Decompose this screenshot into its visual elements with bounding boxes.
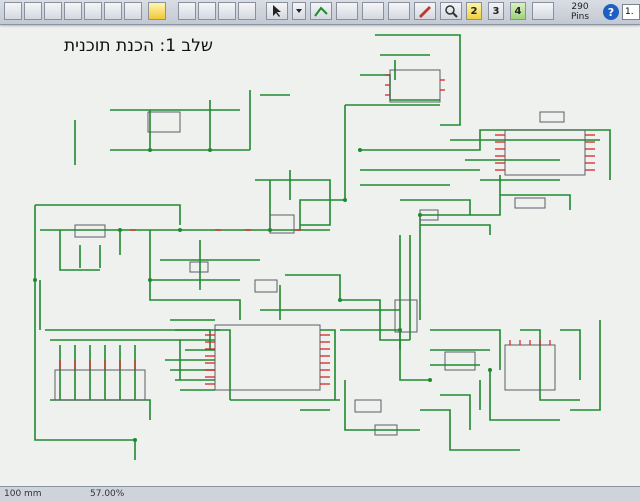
wire-tool-button[interactable] <box>310 2 332 20</box>
pin-count-value: 290 <box>571 2 589 12</box>
tool-button-5[interactable] <box>84 2 102 20</box>
dropdown-arrow-button[interactable] <box>292 2 306 20</box>
pin-count: 290 Pins <box>560 0 600 24</box>
schematic-canvas[interactable] <box>0 25 640 485</box>
tool-button-9[interactable] <box>198 2 216 20</box>
layer-2-label: 2 <box>470 5 478 17</box>
tool-button-2[interactable] <box>24 2 42 20</box>
tool-button-4[interactable] <box>64 2 82 20</box>
connect-tool-button[interactable] <box>362 2 384 20</box>
tool-button-12[interactable] <box>532 2 554 20</box>
zoom-select[interactable]: 1. <box>622 4 640 20</box>
status-units: 100 mm <box>4 489 42 499</box>
tool-button-3[interactable] <box>44 2 62 20</box>
tool-button-6[interactable] <box>104 2 122 20</box>
dropdown-arrow-icon <box>296 9 302 13</box>
layer-2-button[interactable]: 2 <box>466 2 482 20</box>
edit-icon <box>419 6 431 18</box>
pin-count-label: Pins <box>570 12 590 22</box>
tool-button-1[interactable] <box>4 2 22 20</box>
layer-4-button[interactable]: 4 <box>510 2 526 20</box>
pins <box>59 74 595 385</box>
pointer-tool-button[interactable] <box>266 2 288 20</box>
pointer-icon <box>273 5 281 17</box>
tool-button-11[interactable] <box>238 2 256 20</box>
layer-3-label: 3 <box>492 5 500 17</box>
status-bar: 100 mm 57.00% <box>0 486 640 502</box>
junctions <box>33 148 492 442</box>
tool-button-10[interactable] <box>218 2 236 20</box>
page-title: שלב 1: הכנת תוכנית <box>64 36 213 56</box>
help-icon[interactable]: ? <box>603 4 619 20</box>
component-tool-button[interactable] <box>336 2 358 20</box>
layer-button-1[interactable] <box>148 2 166 20</box>
toolbar: 2 3 4 290 Pins ? 1. <box>0 0 640 25</box>
tool-button-7[interactable] <box>124 2 142 20</box>
help-label: ? <box>607 5 615 19</box>
zoom-icon <box>445 5 458 18</box>
layer-3-button[interactable]: 3 <box>488 2 504 20</box>
edit-tool-button[interactable] <box>414 2 436 20</box>
status-zoom: 57.00% <box>90 489 125 499</box>
route-tool-button[interactable] <box>388 2 410 20</box>
layer-4-label: 4 <box>514 5 522 17</box>
wires <box>34 34 611 460</box>
components <box>54 69 586 436</box>
tool-button-8[interactable] <box>178 2 196 20</box>
wire-tool-icon <box>314 6 328 17</box>
zoom-tool-button[interactable] <box>440 2 462 20</box>
